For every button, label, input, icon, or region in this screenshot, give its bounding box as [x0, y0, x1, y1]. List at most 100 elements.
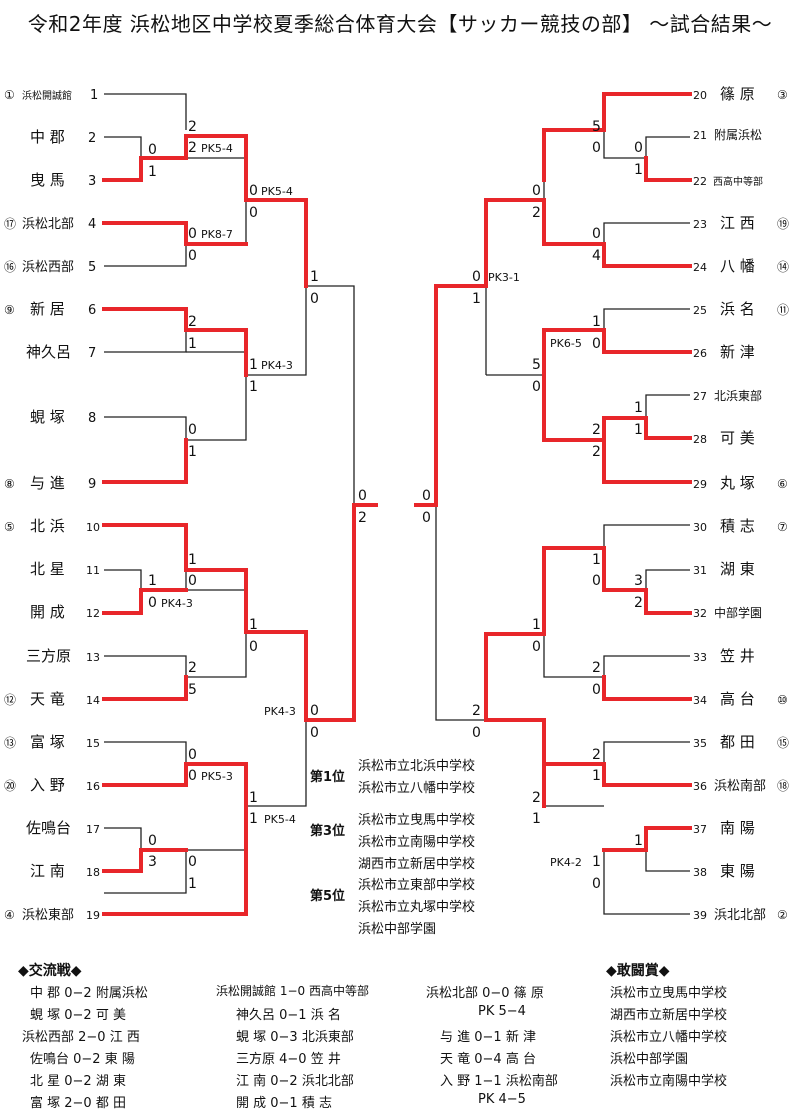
score: 1 [532, 617, 541, 633]
bracket-line [104, 416, 187, 440]
team-number: 29 [693, 478, 707, 491]
team-name: 南 陽 [720, 819, 755, 837]
score: 0 [532, 379, 541, 395]
exchange-header: ◆交流戦◆ [18, 963, 82, 979]
bracket-line [602, 675, 692, 701]
score: 0 [532, 639, 541, 655]
bracket-line [186, 157, 247, 200]
score: 2 [188, 140, 197, 156]
ranking-school: 浜松市立南陽中学校 [358, 835, 476, 850]
score: 0 [148, 142, 157, 158]
bracket-line [246, 286, 307, 376]
seed-mark: ⑫ [4, 693, 16, 707]
ranking-row: 第5位 浜松市立東部中学校 浜松市立丸塚中学校 浜松中部学園 [310, 878, 475, 937]
team-number: 2 [88, 131, 96, 146]
team-number: 30 [693, 521, 707, 534]
seed-mark: ① [4, 88, 15, 102]
bracket-line [102, 804, 248, 916]
fighting-school: 浜松中部学園 [610, 1052, 689, 1067]
team-number: 3 [88, 174, 96, 189]
bracket-line [603, 655, 690, 677]
exchange-pk: PK 4−5 [478, 1092, 526, 1107]
team-number: 14 [86, 694, 100, 707]
score: 0 [249, 639, 258, 655]
team-number: 10 [86, 521, 100, 534]
pk-score: PK5-4 [201, 142, 233, 155]
score: 0 [472, 725, 481, 741]
score: 2 [592, 660, 601, 676]
bracket-line [102, 588, 188, 615]
seed-mark: ⑤ [4, 520, 15, 534]
bracket-line [104, 136, 142, 158]
team-name: 笠 井 [720, 647, 755, 665]
bracket-line [186, 806, 247, 851]
team-number: 22 [693, 175, 707, 188]
pk-score: PK4-3 [264, 705, 296, 718]
ranking-label: 第3位 [310, 824, 346, 839]
score: 0 [634, 140, 643, 156]
score: 5 [592, 119, 601, 135]
seed-mark: ⑲ [777, 217, 789, 231]
bracket-line [645, 136, 690, 158]
team-number: 35 [693, 737, 707, 750]
team-name: 都 田 [720, 733, 755, 751]
team-name: 開 成 [30, 603, 65, 621]
score: 0 [592, 226, 601, 242]
bracket-line [644, 156, 692, 182]
bracket-line [414, 198, 692, 507]
bracket-line [102, 762, 248, 808]
score: 2 [592, 747, 601, 763]
bracket-line [645, 394, 690, 418]
exchange-result: 浜松西部 2−0 江 西 [22, 1030, 140, 1045]
team-number: 32 [693, 607, 707, 620]
bracket-line [104, 244, 187, 267]
exchange-result: 蜆 塚 0−2 可 美 [30, 1008, 126, 1023]
team-name: 浜松西部 [22, 260, 74, 275]
team-name: 浜松東部 [22, 907, 74, 923]
team-name: 高 台 [720, 690, 755, 708]
exchange-result: 入 野 1−1 浜松南部 [440, 1074, 558, 1089]
exchange-result: 天 竜 0−4 高 台 [440, 1052, 536, 1067]
score: 0 [188, 854, 197, 870]
team-name: 八 幡 [720, 257, 755, 275]
fighting-school: 湖西市立新居中学校 [610, 1008, 728, 1023]
team-name: 江 西 [720, 214, 755, 232]
score: 2 [592, 444, 601, 460]
bracket-line [542, 373, 692, 442]
team-number: 33 [693, 651, 707, 664]
team-name: 佐鳴台 [26, 819, 71, 837]
score: 2 [532, 790, 541, 806]
score: 0 [249, 205, 258, 221]
bracket-line [104, 569, 142, 590]
team-number: 21 [693, 129, 707, 142]
score: 1 [188, 444, 197, 460]
bracket-line [102, 503, 378, 722]
score: 2 [592, 422, 601, 438]
team-name: 湖 東 [720, 560, 755, 578]
bracket-line [603, 741, 690, 764]
team-number: 17 [86, 823, 100, 836]
tournament-bracket: ① 浜松開誠館 1 中 郡 2 曳 馬 3 ⑰ 浜松北部 4 ⑯ 浜松西部 5 … [4, 85, 789, 923]
bracket-line [542, 92, 692, 182]
team-name: 丸 塚 [720, 474, 755, 492]
ranking-school: 浜松市立八幡中学校 [358, 781, 476, 796]
bracket-line [102, 675, 188, 701]
score: 2 [472, 703, 481, 719]
score: 0 [188, 226, 197, 242]
score: 0 [148, 595, 157, 611]
score: 0 [310, 703, 319, 719]
score: 1 [472, 291, 481, 307]
score: 1 [188, 336, 197, 352]
team-name: 新 居 [30, 300, 65, 318]
team-number: 18 [86, 866, 100, 879]
exchange-result: 開 成 0−1 積 志 [236, 1096, 332, 1111]
fighting-school: 浜松市立八幡中学校 [610, 1030, 728, 1045]
score: 1 [592, 768, 601, 784]
exchange-result: 与 進 0−1 新 津 [440, 1030, 536, 1045]
ranking-school: 浜松市立東部中学校 [358, 878, 476, 893]
score: 2 [188, 314, 197, 330]
score: 2 [634, 595, 643, 611]
seed-mark: ③ [777, 88, 788, 102]
exchange-result: 蜆 塚 0−3 北浜東部 [236, 1030, 354, 1045]
bracket-line [104, 850, 187, 894]
